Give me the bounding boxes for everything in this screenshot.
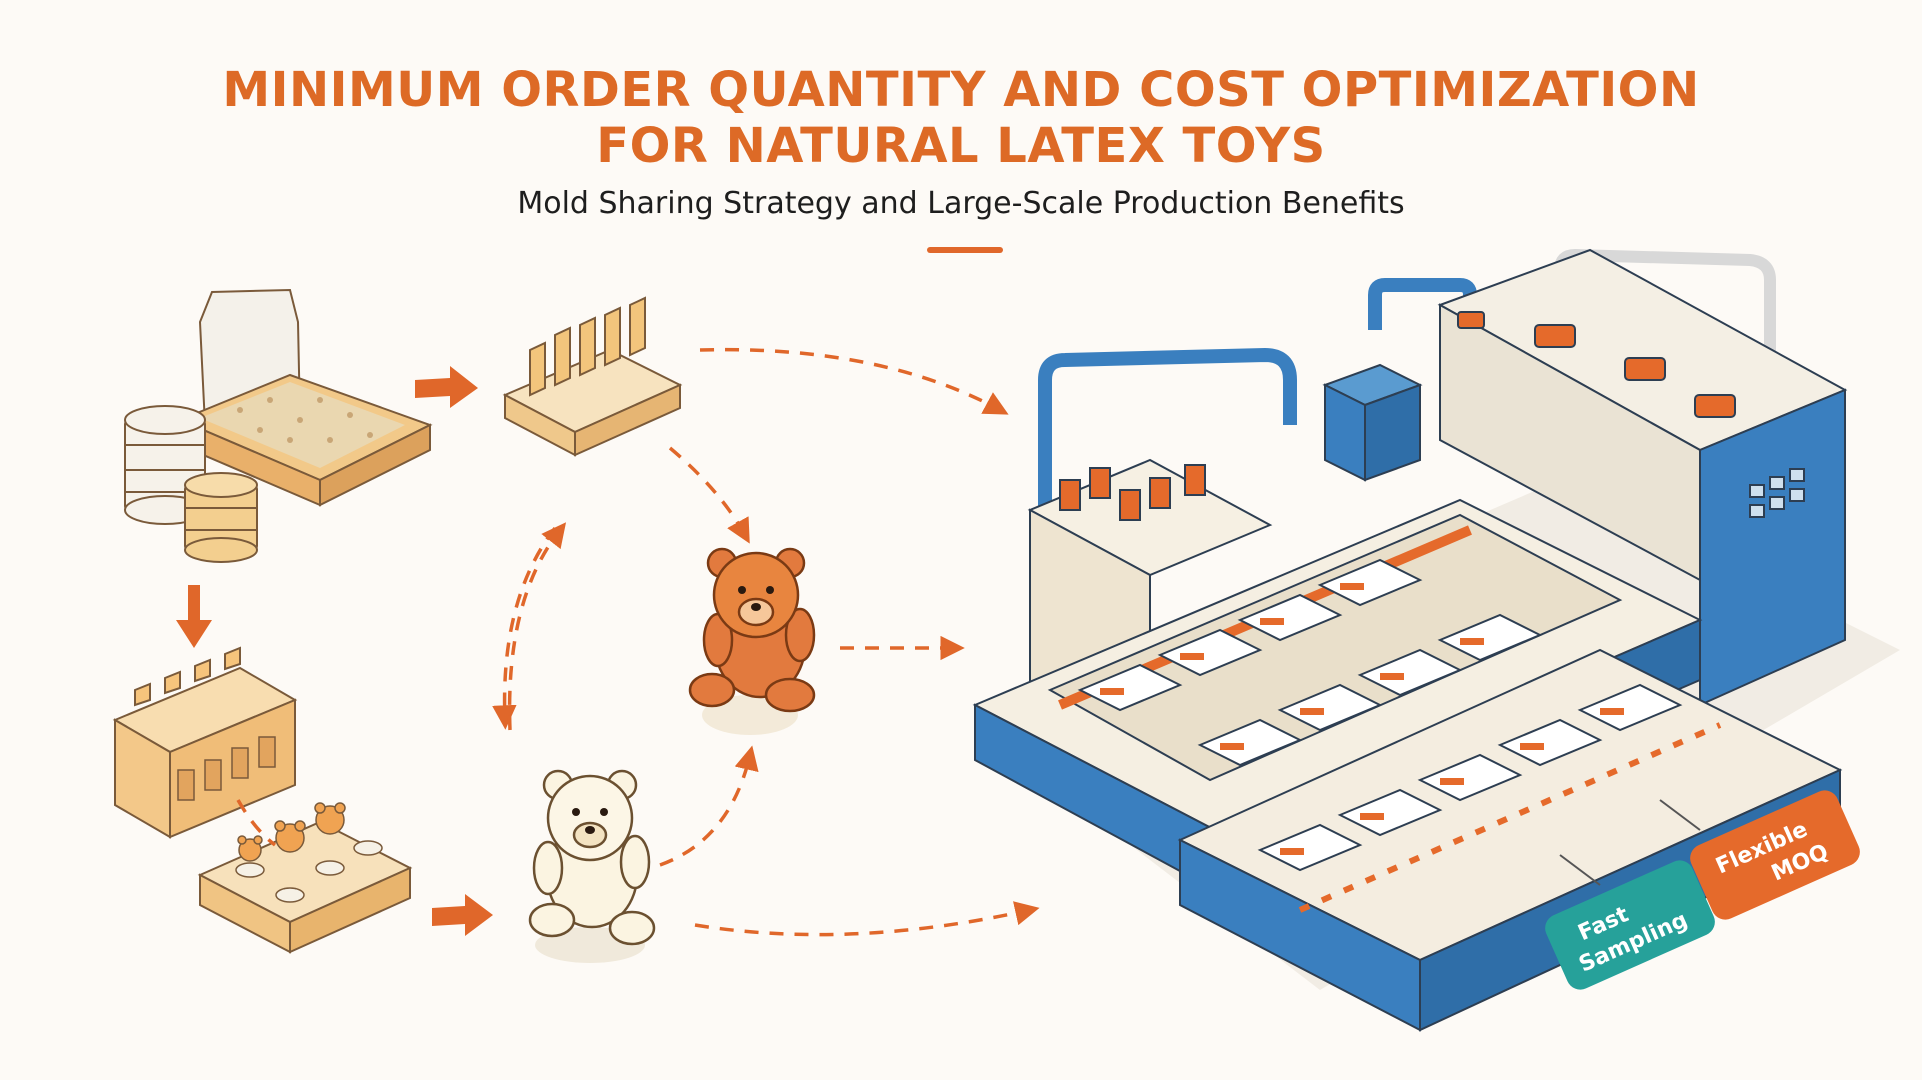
main-title-line-1: MINIMUM ORDER QUANTITY AND COST OPTIMIZA… [222, 62, 1700, 118]
production-line-machine-icon [972, 248, 1900, 1032]
subtitle: Mold Sharing Strategy and Large-Scale Pr… [517, 186, 1405, 221]
dashed-connectors [236, 347, 1040, 937]
flexible-moq-badge: Flexible MOQ [1690, 790, 1860, 920]
orange-teddy-bear-icon [688, 547, 816, 735]
main-title-line-2: FOR NATURAL LATEX TOYS [596, 118, 1326, 174]
latex-material-icon [124, 288, 433, 563]
shared-mold-icon [502, 296, 683, 457]
title-divider [927, 247, 1003, 253]
solid-arrow-down-left [176, 585, 212, 648]
solid-arrow-right-top [415, 366, 478, 408]
badge-leader-lines [1559, 799, 1701, 886]
flexible-moq-badge-bg [1690, 790, 1860, 920]
fast-sampling-badge: Fast Sampling [1545, 860, 1715, 990]
mini-bear-mold-icon [197, 802, 413, 954]
cream-teddy-bear-icon [528, 769, 656, 963]
solid-arrow-right-bottom [432, 894, 493, 936]
flow-arrows [176, 366, 493, 936]
multi-cavity-mold-icon [112, 646, 298, 839]
fast-sampling-badge-bg [1545, 860, 1715, 990]
